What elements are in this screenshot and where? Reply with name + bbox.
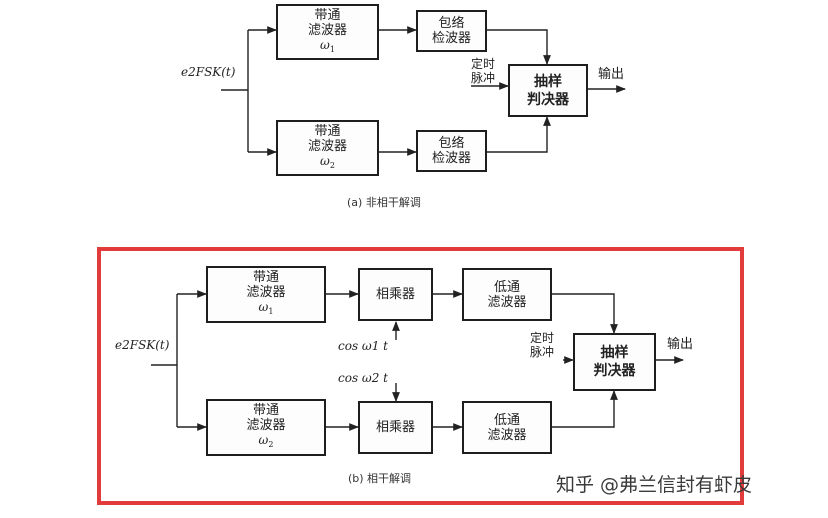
lowpass-filter-1: 低通 滤波器 — [462, 268, 552, 321]
lpf1-line2: 滤波器 — [487, 294, 527, 310]
bpf1-a-omega: ω1 — [320, 37, 335, 54]
sampler-b-line1: 抽样 — [600, 345, 629, 361]
bpf1-a-line1: 带通 — [314, 7, 341, 23]
bandpass-filter-1-b: 带通 滤波器 ω1 — [206, 266, 326, 323]
env1-line2: 检波器 — [431, 31, 471, 46]
sampler-b-line2: 判决器 — [593, 363, 636, 379]
highlight-frame — [97, 247, 744, 505]
input-signal-text-b: e2FSK(t) — [115, 338, 170, 352]
timing-b-line2: 脉冲 — [530, 345, 555, 359]
env2-line2: 检波器 — [431, 151, 471, 166]
envelope-detector-1: 包络 检波器 — [416, 10, 487, 52]
lpf1-line1: 低通 — [493, 279, 520, 295]
bpf2-b-line2: 滤波器 — [246, 418, 286, 433]
sampler-a-line2: 判决器 — [527, 91, 569, 108]
bpf2-b-omega: ω2 — [258, 433, 274, 449]
input-signal-text-a: e2FSK(t) — [181, 65, 236, 79]
lowpass-filter-2: 低通 滤波器 — [462, 401, 552, 454]
bpf2-a-line2: 滤波器 — [307, 138, 347, 154]
output-label-a: 输出 — [598, 67, 625, 82]
input-signal-label-b: e2FSK(t) — [115, 338, 169, 352]
sampler-a-line1: 抽样 — [534, 73, 562, 90]
bpf2-a-omega: ω2 — [320, 153, 335, 170]
bandpass-filter-2-a: 带通 滤波器 ω2 — [276, 120, 379, 176]
lpf2-line1: 低通 — [493, 412, 520, 428]
mult1-label: 相乘器 — [375, 287, 415, 302]
timing-a-line1: 定时 — [471, 57, 496, 71]
timing-pulse-label-b: 定时 脉冲 — [530, 331, 554, 359]
timing-b-line1: 定时 — [530, 331, 555, 345]
bpf1-b-line1: 带通 — [252, 270, 279, 285]
lpf2-line2: 滤波器 — [487, 427, 527, 443]
timing-pulse-label-a: 定时 脉冲 — [471, 57, 495, 85]
bpf1-b-omega: ω1 — [258, 300, 274, 316]
bandpass-filter-1-a: 带通 滤波器 ω1 — [276, 4, 379, 60]
mult2-label: 相乘器 — [375, 420, 415, 435]
sampling-decision-a: 抽样 判决器 — [508, 64, 588, 117]
carrier-cos2-label: cos ω2 t — [338, 371, 388, 385]
bpf1-a-line2: 滤波器 — [307, 22, 347, 38]
input-signal-label-a: e2FSK(t) — [181, 65, 235, 79]
timing-a-line2: 脉冲 — [471, 71, 496, 85]
envelope-detector-2: 包络 检波器 — [416, 130, 487, 172]
multiplier-1: 相乘器 — [358, 268, 433, 321]
env2-line1: 包络 — [438, 136, 465, 151]
caption-a: (a) 非相干解调 — [347, 196, 421, 209]
output-label-b: 输出 — [667, 337, 694, 352]
bpf1-b-line2: 滤波器 — [246, 285, 286, 300]
bpf2-a-line1: 带通 — [314, 123, 341, 139]
caption-b: (b) 相干解调 — [348, 472, 412, 485]
sampling-decision-b: 抽样 判决器 — [573, 333, 656, 391]
watermark-text: 知乎 @弗兰信封有虾皮 — [556, 474, 753, 496]
carrier-cos1-label: cos ω1 t — [338, 339, 388, 353]
env1-line1: 包络 — [438, 16, 465, 31]
bpf2-b-line1: 带通 — [252, 403, 279, 418]
multiplier-2: 相乘器 — [358, 401, 433, 454]
bandpass-filter-2-b: 带通 滤波器 ω2 — [206, 399, 326, 456]
